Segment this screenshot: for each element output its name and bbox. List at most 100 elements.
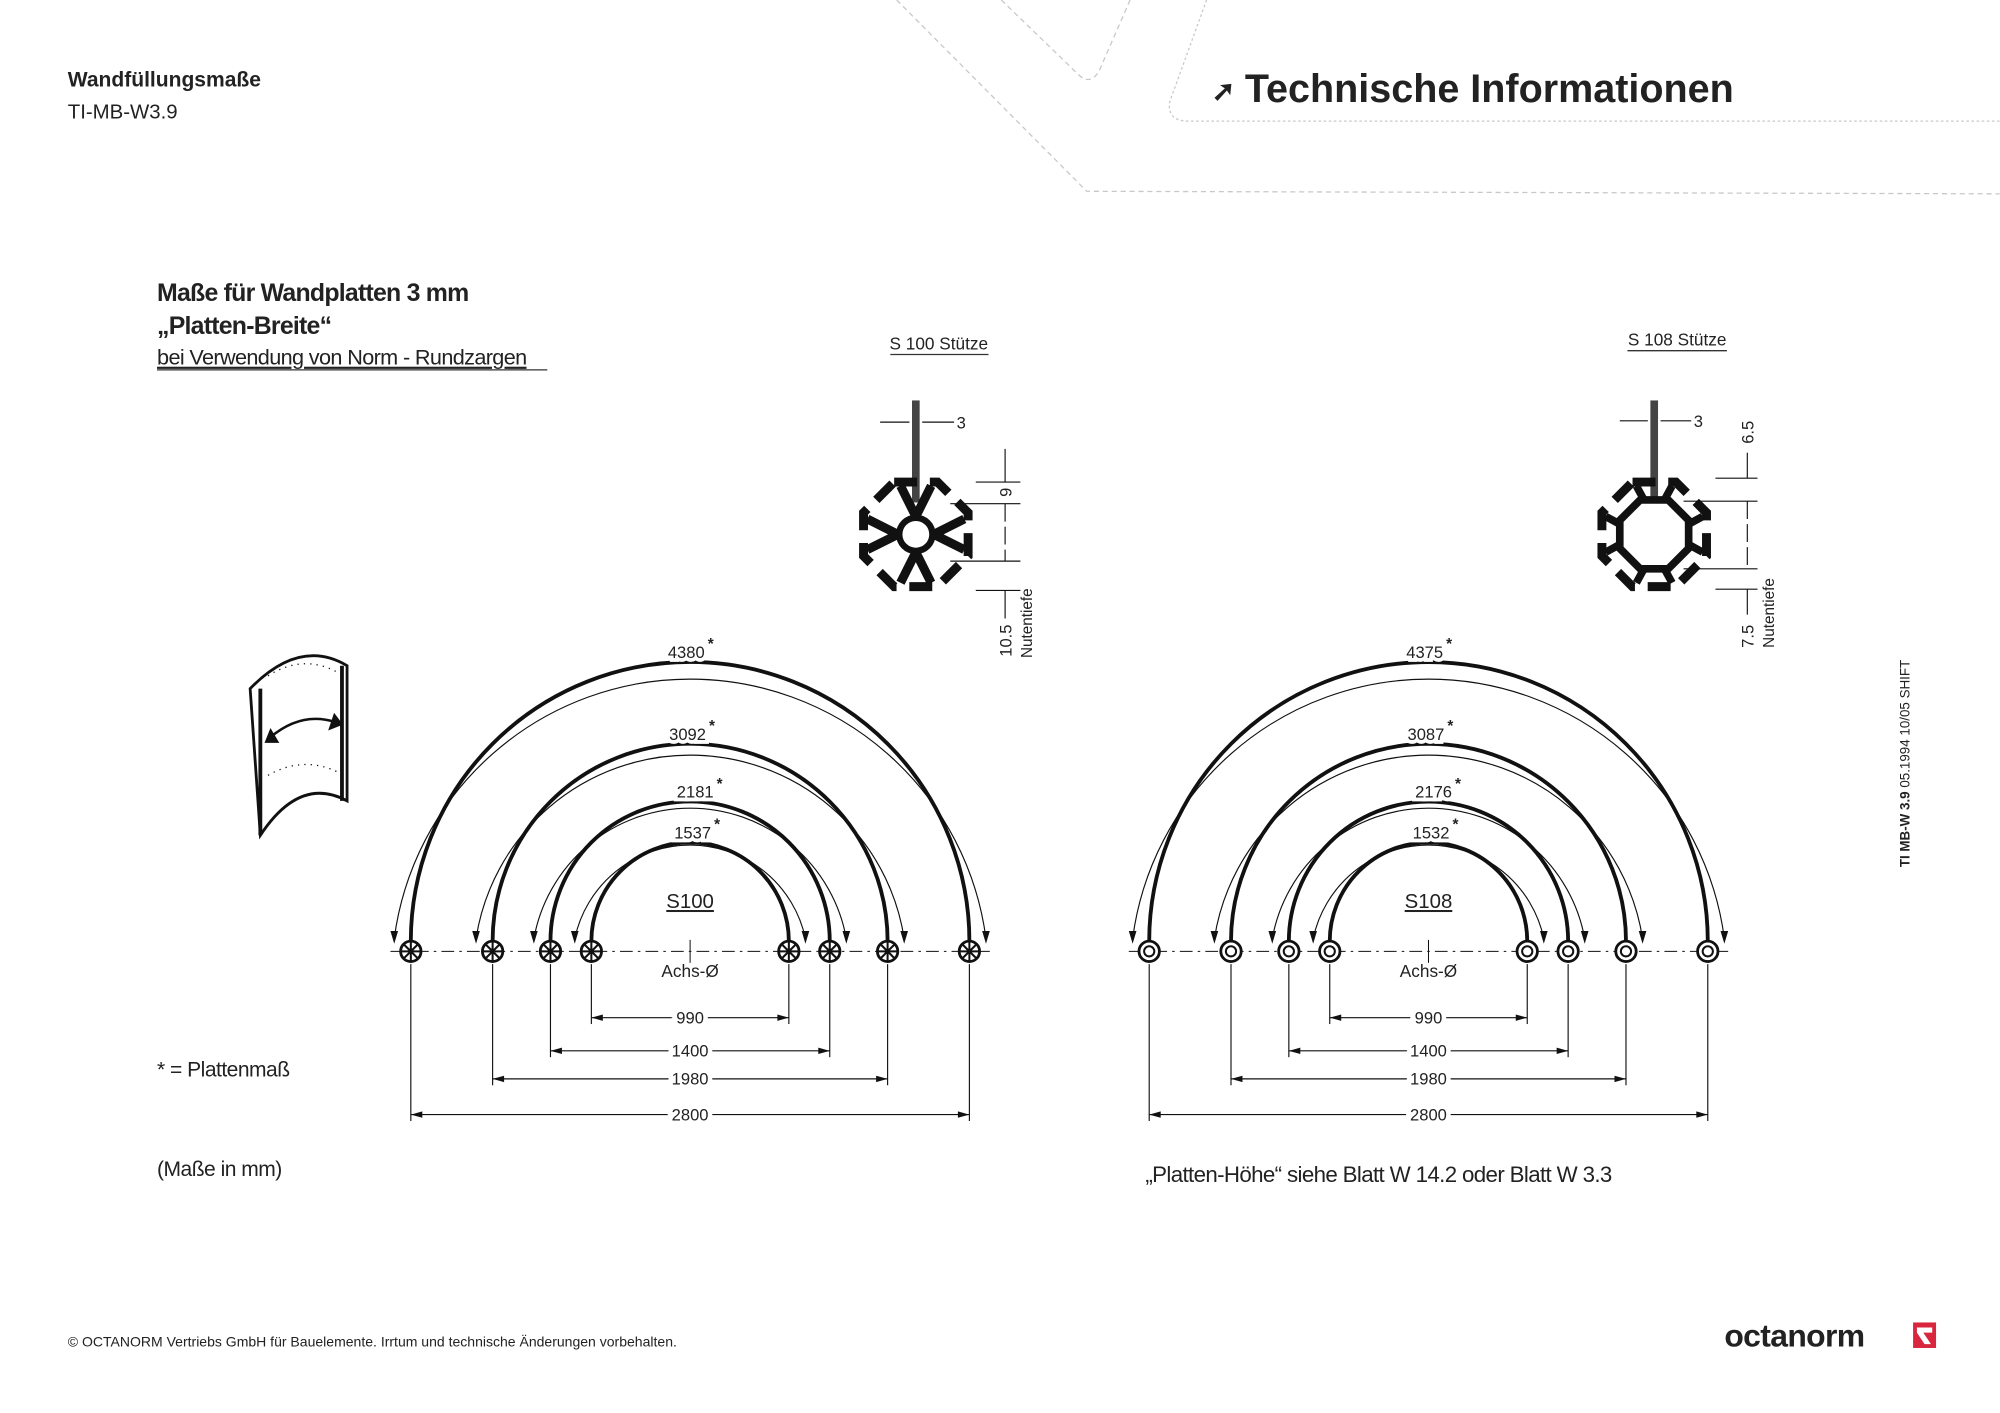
- panel-thickness-dim: 3: [1694, 412, 1703, 431]
- post-s100-icon: [538, 939, 563, 963]
- heading-line-2: „Platten-Breite“: [157, 312, 331, 340]
- panel-dimension-arc: [1312, 844, 1545, 939]
- arrow-icon: [957, 1111, 970, 1118]
- post-s100-icon: [818, 939, 842, 963]
- post-s108-icon: [1696, 939, 1720, 963]
- arrow-icon: [1210, 930, 1219, 944]
- arrow-icon: [1288, 1047, 1301, 1055]
- background-dashed-lines: [896, 0, 2000, 195]
- arrow-icon: [1230, 1075, 1243, 1083]
- arrow-icon: [390, 930, 399, 944]
- post-s108-icon: [1277, 939, 1301, 963]
- arrow-icon: [1515, 1014, 1528, 1021]
- profile-s100-detail: S 100 Stütze 3 9 10.5 Nutentiefe: [859, 333, 1036, 658]
- arrow-icon: [530, 930, 538, 944]
- panel-width-label: 3092: [669, 725, 706, 744]
- axis-diameter-value: 1980: [672, 1070, 709, 1089]
- profile-s100-shape: [859, 477, 973, 592]
- arrow-icon: [777, 1014, 789, 1021]
- plate-size-asterisk: *: [1447, 718, 1453, 735]
- plate-size-asterisk: *: [1452, 817, 1458, 834]
- post-s100-icon: [399, 939, 423, 963]
- profile-s108-shape: [1597, 477, 1711, 592]
- panel-dimension-arc: [393, 678, 987, 939]
- axis-diameter-value: 1980: [1410, 1070, 1447, 1089]
- plate-size-asterisk: *: [709, 718, 715, 735]
- groove-depth-dim: 7.5: [1739, 625, 1758, 648]
- arrow-icon: [876, 1075, 888, 1083]
- side-document-label: TI MB-W 3.9 05.1994 10/05 SHIFT: [1897, 660, 1912, 867]
- height-reference-note: „Platten-Höhe“ siehe Blatt W 14.2 oder B…: [1145, 1162, 1612, 1187]
- plate-size-asterisk: *: [714, 817, 720, 834]
- axis-diameter-label: Achs-Ø: [1400, 961, 1457, 981]
- arrow-icon: [410, 1111, 423, 1118]
- heading-line-1: Maße für Wandplatten 3 mm: [157, 279, 468, 307]
- post-s100-icon: [957, 939, 981, 963]
- section-arrow-icon: ➚: [1212, 76, 1236, 107]
- panel-width-label: 3087: [1408, 725, 1445, 744]
- post-s100-icon: [579, 939, 603, 963]
- groove-top-dim: 6.5: [1739, 421, 1758, 444]
- heading-subtitle: bei Verwendung von Norm - Rundzargen: [157, 345, 527, 370]
- diagram-title: S108: [1405, 891, 1453, 913]
- arrow-icon: [492, 1075, 505, 1083]
- logo-wordmark: octanorm: [1724, 1318, 1864, 1354]
- diagrams: S100Achs-Ø1537*9902181*14003092*19804380…: [390, 636, 1729, 1129]
- arrow-icon: [472, 930, 480, 944]
- axis-diameter-label: Achs-Ø: [661, 961, 718, 981]
- panel-width-label: 1537: [674, 824, 711, 843]
- legend-note: * = Plattenmaß: [157, 1058, 290, 1081]
- octanorm-logo[interactable]: octanorm: [1724, 1318, 1937, 1354]
- arrow-icon: [570, 930, 579, 944]
- arrow-icon: [801, 930, 810, 944]
- section-title: Technische Informationen: [1245, 67, 1734, 111]
- document-title: Wandfüllungsmaße: [68, 69, 261, 92]
- arrow-icon: [818, 1047, 830, 1055]
- profile-label: S 100 Stütze: [890, 333, 989, 353]
- arrow-icon: [1268, 930, 1277, 944]
- groove-depth-label: Nutentiefe: [1019, 588, 1036, 658]
- profile-s108-detail: S 108 Stütze 3 6.5 7.5 Nutentiefe: [1597, 330, 1778, 648]
- document-code: TI-MB-W3.9: [68, 102, 178, 124]
- arrow-icon: [1696, 1111, 1708, 1118]
- panel-thickness-dim: 3: [957, 413, 966, 432]
- panel-width-label: 4380: [668, 643, 705, 662]
- diagram-title: S100: [666, 891, 714, 913]
- post-s108-icon: [1556, 939, 1580, 963]
- arrow-icon: [550, 1047, 562, 1055]
- panel-section: [912, 400, 920, 503]
- panel-arc: [1327, 841, 1530, 942]
- panel-arc: [1229, 742, 1628, 942]
- panel-dimension-arc: [1271, 807, 1586, 939]
- arrow-icon: [1539, 930, 1548, 944]
- groove-top-dim: 9: [996, 488, 1015, 497]
- post-s108-icon: [1318, 939, 1342, 963]
- axis-diameter-value: 2800: [1410, 1105, 1447, 1124]
- curved-panel-illustration: [248, 654, 349, 840]
- arrow-icon: [900, 930, 909, 944]
- panel-dimension-arc: [533, 807, 847, 939]
- arrow-icon: [1309, 930, 1317, 944]
- plate-size-asterisk: *: [708, 636, 714, 653]
- panel-dimension-arc: [1213, 754, 1644, 939]
- units-note: (Maße in mm): [157, 1158, 282, 1181]
- arrow-icon: [1329, 1014, 1342, 1021]
- arrow-icon: [1580, 930, 1589, 944]
- profile-label: S 108 Stütze: [1628, 330, 1727, 350]
- logo-mark-icon: [1913, 1322, 1937, 1348]
- axis-diameter-value: 1400: [1410, 1042, 1447, 1061]
- post-s108-icon: [1614, 939, 1638, 963]
- panel-arc: [490, 741, 890, 942]
- panel-arc: [589, 840, 791, 942]
- panel-section: [1650, 400, 1659, 498]
- panel-dimension-arc: [475, 754, 905, 939]
- panel-arc: [1286, 799, 1571, 942]
- arrow-icon: [1720, 930, 1729, 944]
- diagram-s100: S100Achs-Ø1537*9902181*14003092*19804380…: [390, 636, 990, 1129]
- panel-width-label: 1532: [1413, 824, 1450, 843]
- axis-diameter-value: 990: [1415, 1008, 1443, 1027]
- arrow-icon: [591, 1014, 603, 1021]
- arrow-icon: [982, 930, 990, 944]
- plate-size-asterisk: *: [717, 776, 723, 793]
